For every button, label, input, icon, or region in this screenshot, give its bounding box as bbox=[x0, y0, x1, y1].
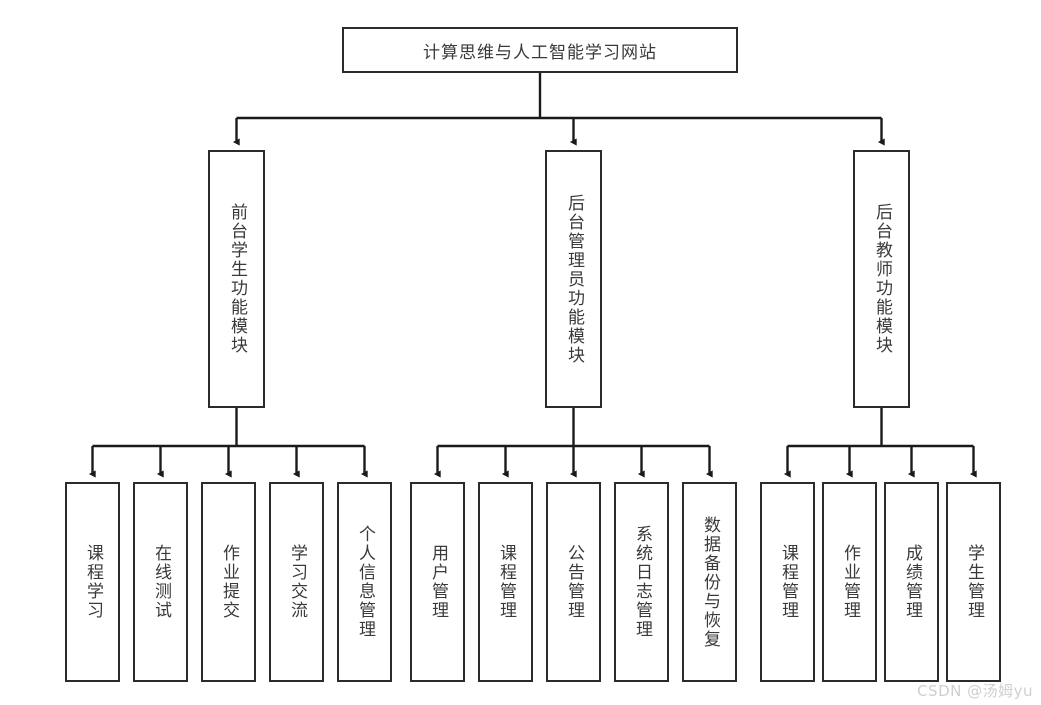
root-node-site-title[interactable]: 计算思维与人工智能学习网站 bbox=[342, 27, 738, 73]
root-to-modules-connector bbox=[232, 73, 885, 146]
leaf-node-label: 个人信息管理 bbox=[355, 525, 375, 639]
leaf-node-label: 公告管理 bbox=[564, 544, 584, 620]
leaf-node-grade-manage[interactable]: 成绩管理 bbox=[884, 482, 939, 682]
leaf-node-student-manage[interactable]: 学生管理 bbox=[946, 482, 1001, 682]
leaf-node-label: 作业管理 bbox=[840, 544, 860, 620]
module-node-teacher-backend[interactable]: 后台教师功能模块 bbox=[853, 150, 910, 408]
leaf-node-label: 系统日志管理 bbox=[632, 525, 652, 639]
leaf-node-notice-manage[interactable]: 公告管理 bbox=[546, 482, 601, 682]
leaf-node-label: 作业提交 bbox=[219, 544, 239, 620]
leaf-node-user-manage[interactable]: 用户管理 bbox=[410, 482, 465, 682]
module-2-to-leaves-connector bbox=[433, 408, 713, 478]
root-node-label: 计算思维与人工智能学习网站 bbox=[423, 42, 657, 63]
leaf-node-course-study[interactable]: 课程学习 bbox=[65, 482, 120, 682]
leaf-node-label: 课程学习 bbox=[83, 544, 103, 620]
leaf-node-label: 成绩管理 bbox=[902, 544, 922, 620]
leaf-node-label: 在线测试 bbox=[151, 544, 171, 620]
leaf-node-label: 课程管理 bbox=[778, 544, 798, 620]
leaf-node-label: 学习交流 bbox=[287, 544, 307, 620]
module-node-front-student[interactable]: 前台学生功能模块 bbox=[208, 150, 265, 408]
leaf-node-data-backup-restore[interactable]: 数据备份与恢复 bbox=[682, 482, 737, 682]
leaf-node-label: 用户管理 bbox=[428, 544, 448, 620]
leaf-node-study-exchange[interactable]: 学习交流 bbox=[269, 482, 324, 682]
leaf-node-course-manage-admin[interactable]: 课程管理 bbox=[478, 482, 533, 682]
leaf-node-homework-submit[interactable]: 作业提交 bbox=[201, 482, 256, 682]
leaf-node-homework-manage[interactable]: 作业管理 bbox=[822, 482, 877, 682]
leaf-node-online-test[interactable]: 在线测试 bbox=[133, 482, 188, 682]
module-node-label: 前台学生功能模块 bbox=[227, 203, 247, 355]
leaf-node-label: 课程管理 bbox=[496, 544, 516, 620]
leaf-node-course-manage-teacher[interactable]: 课程管理 bbox=[760, 482, 815, 682]
module-node-admin-backend[interactable]: 后台管理员功能模块 bbox=[545, 150, 602, 408]
module-node-label: 后台教师功能模块 bbox=[872, 203, 892, 355]
leaf-node-personal-info-manage[interactable]: 个人信息管理 bbox=[337, 482, 392, 682]
leaf-node-label: 学生管理 bbox=[964, 544, 984, 620]
module-node-label: 后台管理员功能模块 bbox=[564, 193, 584, 365]
leaf-node-system-log-manage[interactable]: 系统日志管理 bbox=[614, 482, 669, 682]
module-3-to-leaves-connector bbox=[783, 408, 977, 478]
csdn-watermark: CSDN @汤姆yu bbox=[917, 682, 1033, 700]
leaf-node-label: 数据备份与恢复 bbox=[700, 515, 720, 649]
module-1-to-leaves-connector bbox=[88, 408, 368, 478]
